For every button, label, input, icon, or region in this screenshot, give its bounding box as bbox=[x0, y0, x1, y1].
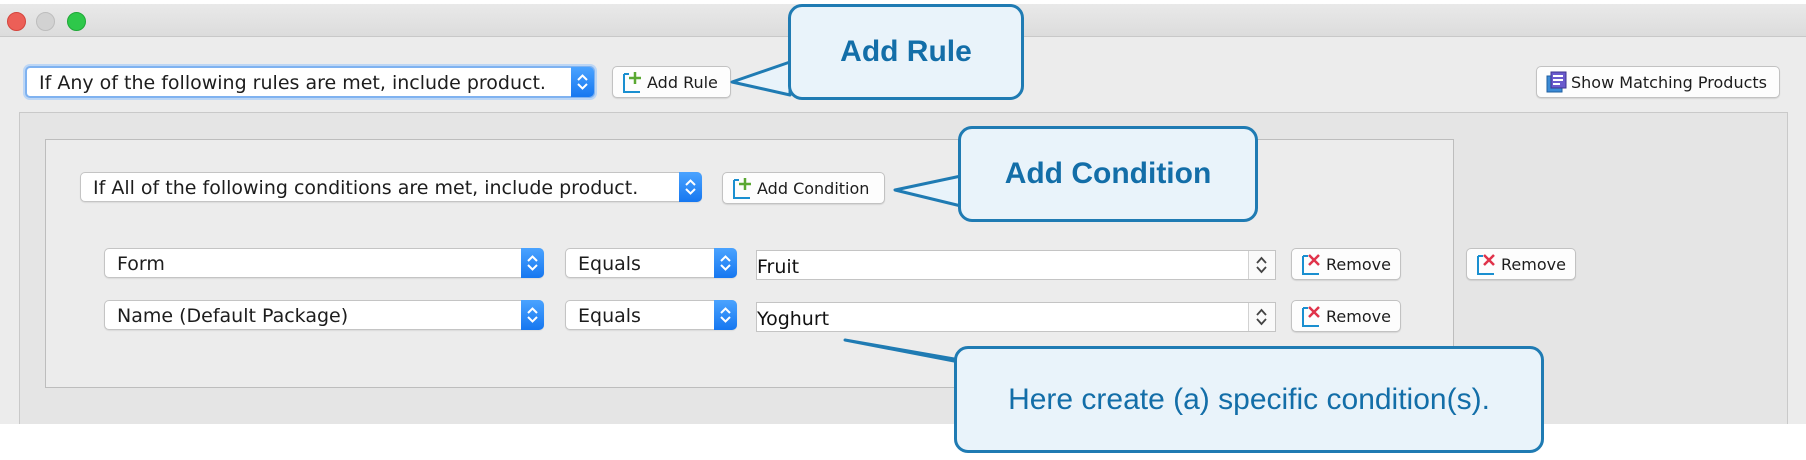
condition-value-field[interactable]: Fruit bbox=[756, 250, 1276, 280]
condition-attribute-select[interactable]: Name (Default Package) bbox=[104, 300, 544, 330]
show-matching-products-button[interactable]: Show Matching Products bbox=[1536, 66, 1780, 98]
remove-document-icon bbox=[1299, 304, 1323, 328]
remove-document-icon bbox=[1474, 252, 1498, 276]
condition-mode-select-value: If All of the following conditions are m… bbox=[93, 177, 639, 199]
stepper-icon[interactable] bbox=[1248, 303, 1275, 331]
condition-operator-select[interactable]: Equals bbox=[565, 300, 737, 330]
add-rule-label: Add Rule bbox=[647, 73, 718, 92]
condition-operator-value: Equals bbox=[578, 305, 641, 327]
add-rule-button[interactable]: Add Rule bbox=[612, 66, 731, 98]
remove-rule-button[interactable]: Remove bbox=[1466, 248, 1576, 280]
callout-add-condition-text: Add Condition bbox=[1004, 157, 1212, 190]
close-window-icon[interactable] bbox=[7, 12, 26, 31]
remove-condition-button[interactable]: Remove bbox=[1291, 300, 1401, 332]
rule-mode-select[interactable]: If Any of the following rules are met, i… bbox=[25, 66, 595, 98]
condition-operator-select[interactable]: Equals bbox=[565, 248, 737, 278]
add-document-icon bbox=[730, 176, 754, 200]
remove-rule-label: Remove bbox=[1501, 255, 1566, 274]
rule-mode-select-value: If Any of the following rules are met, i… bbox=[39, 72, 546, 94]
callout-add-rule: Add Rule bbox=[788, 4, 1024, 100]
condition-attribute-value: Name (Default Package) bbox=[117, 305, 349, 327]
callout-specific-conditions: Here create (a) specific condition(s). bbox=[954, 346, 1544, 453]
condition-value-field[interactable]: Yoghurt bbox=[756, 302, 1276, 332]
show-matching-products-label: Show Matching Products bbox=[1571, 73, 1767, 92]
condition-value-text: Fruit bbox=[757, 256, 800, 278]
callout-add-condition: Add Condition bbox=[958, 126, 1258, 222]
zoom-window-icon[interactable] bbox=[67, 12, 86, 31]
chevron-updown-icon[interactable] bbox=[714, 248, 737, 278]
condition-mode-select[interactable]: If All of the following conditions are m… bbox=[80, 172, 702, 202]
condition-attribute-select[interactable]: Form bbox=[104, 248, 544, 278]
chevron-updown-icon[interactable] bbox=[521, 248, 544, 278]
chevron-updown-icon[interactable] bbox=[521, 300, 544, 330]
callout-specific-conditions-text: Here create (a) specific condition(s). bbox=[1008, 383, 1490, 416]
add-document-icon bbox=[620, 70, 644, 94]
remove-condition-label: Remove bbox=[1326, 307, 1391, 326]
remove-condition-label: Remove bbox=[1326, 255, 1391, 274]
remove-condition-button[interactable]: Remove bbox=[1291, 248, 1401, 280]
stepper-icon[interactable] bbox=[1248, 251, 1275, 279]
chevron-updown-icon[interactable] bbox=[571, 67, 594, 97]
condition-value-text: Yoghurt bbox=[757, 308, 830, 330]
remove-document-icon bbox=[1299, 252, 1323, 276]
add-condition-button[interactable]: Add Condition bbox=[722, 172, 885, 204]
product-list-icon bbox=[1544, 70, 1568, 94]
condition-operator-value: Equals bbox=[578, 253, 641, 275]
chevron-updown-icon[interactable] bbox=[714, 300, 737, 330]
callout-add-rule-text: Add Rule bbox=[840, 35, 972, 68]
add-condition-label: Add Condition bbox=[757, 179, 870, 198]
minimize-window-icon[interactable] bbox=[36, 12, 55, 31]
chevron-updown-icon[interactable] bbox=[679, 172, 702, 202]
condition-attribute-value: Form bbox=[117, 253, 165, 275]
